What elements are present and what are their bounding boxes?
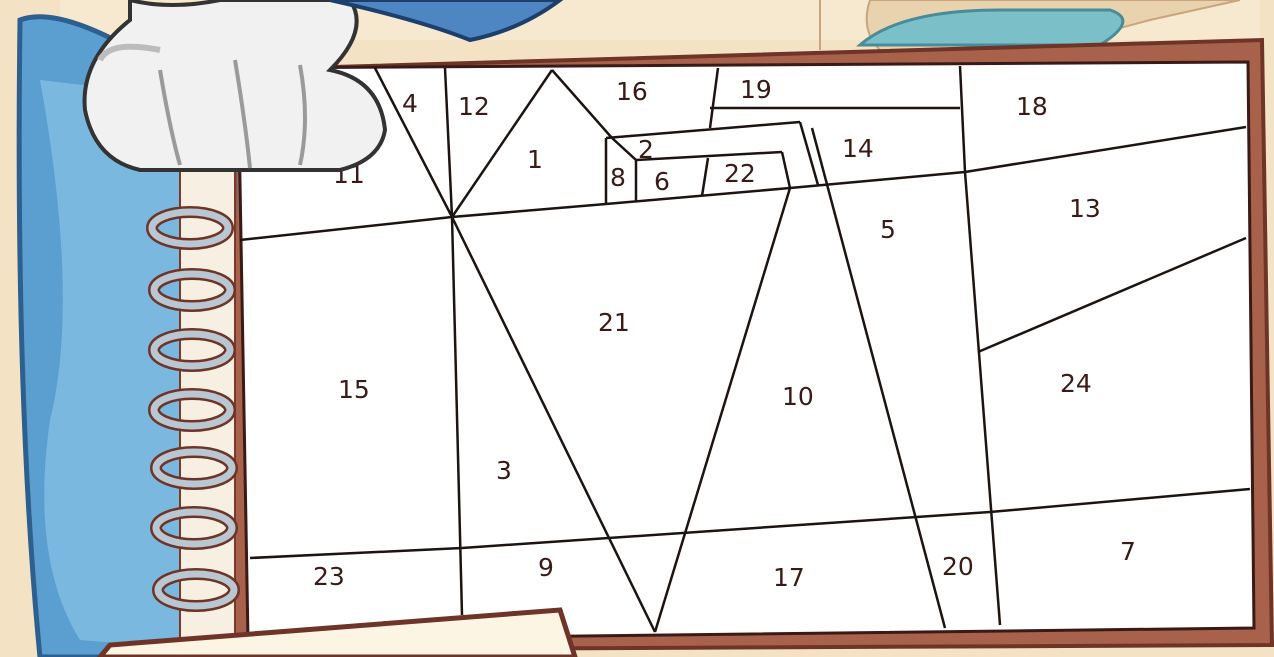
region-label-19[interactable]: 19 — [740, 75, 772, 104]
region-label-21[interactable]: 21 — [598, 308, 630, 337]
region-label-16[interactable]: 16 — [616, 77, 648, 106]
region-label-4[interactable]: 4 — [402, 89, 418, 118]
region-label-17[interactable]: 17 — [773, 563, 805, 592]
region-label-8[interactable]: 8 — [610, 163, 626, 192]
region-label-20[interactable]: 20 — [942, 552, 974, 581]
region-label-9[interactable]: 9 — [538, 553, 554, 582]
region-label-7[interactable]: 7 — [1120, 537, 1136, 566]
region-label-6[interactable]: 6 — [654, 167, 670, 196]
region-label-5[interactable]: 5 — [880, 215, 896, 244]
region-label-10[interactable]: 10 — [782, 382, 814, 411]
region-label-2[interactable]: 2 — [638, 135, 654, 164]
region-label-22[interactable]: 22 — [724, 159, 756, 188]
region-label-1[interactable]: 1 — [527, 145, 543, 174]
region-label-15[interactable]: 15 — [338, 375, 370, 404]
region-label-23[interactable]: 23 — [313, 562, 345, 591]
region-label-13[interactable]: 13 — [1069, 194, 1101, 223]
region-label-18[interactable]: 18 — [1016, 92, 1048, 121]
region-label-24[interactable]: 24 — [1060, 369, 1092, 398]
region-label-12[interactable]: 12 — [458, 92, 490, 121]
puzzle-sheet — [238, 62, 1254, 640]
region-label-14[interactable]: 14 — [842, 134, 874, 163]
region-label-3[interactable]: 3 — [496, 456, 512, 485]
